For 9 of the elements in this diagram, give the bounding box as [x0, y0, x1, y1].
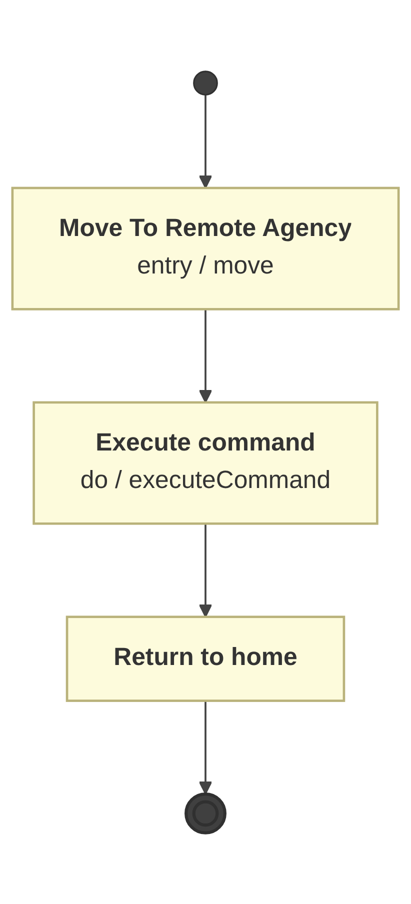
arrow [198, 700, 212, 794]
node-box: Move To Remote Agency entry / move [11, 186, 400, 310]
arrow [198, 309, 212, 403]
node-box: Execute command do / executeCommand [32, 401, 378, 525]
arrow [198, 523, 212, 618]
node-circle [184, 792, 226, 834]
arrow [198, 94, 212, 188]
node-box: Return to home [66, 616, 346, 702]
node-circle [193, 70, 218, 96]
